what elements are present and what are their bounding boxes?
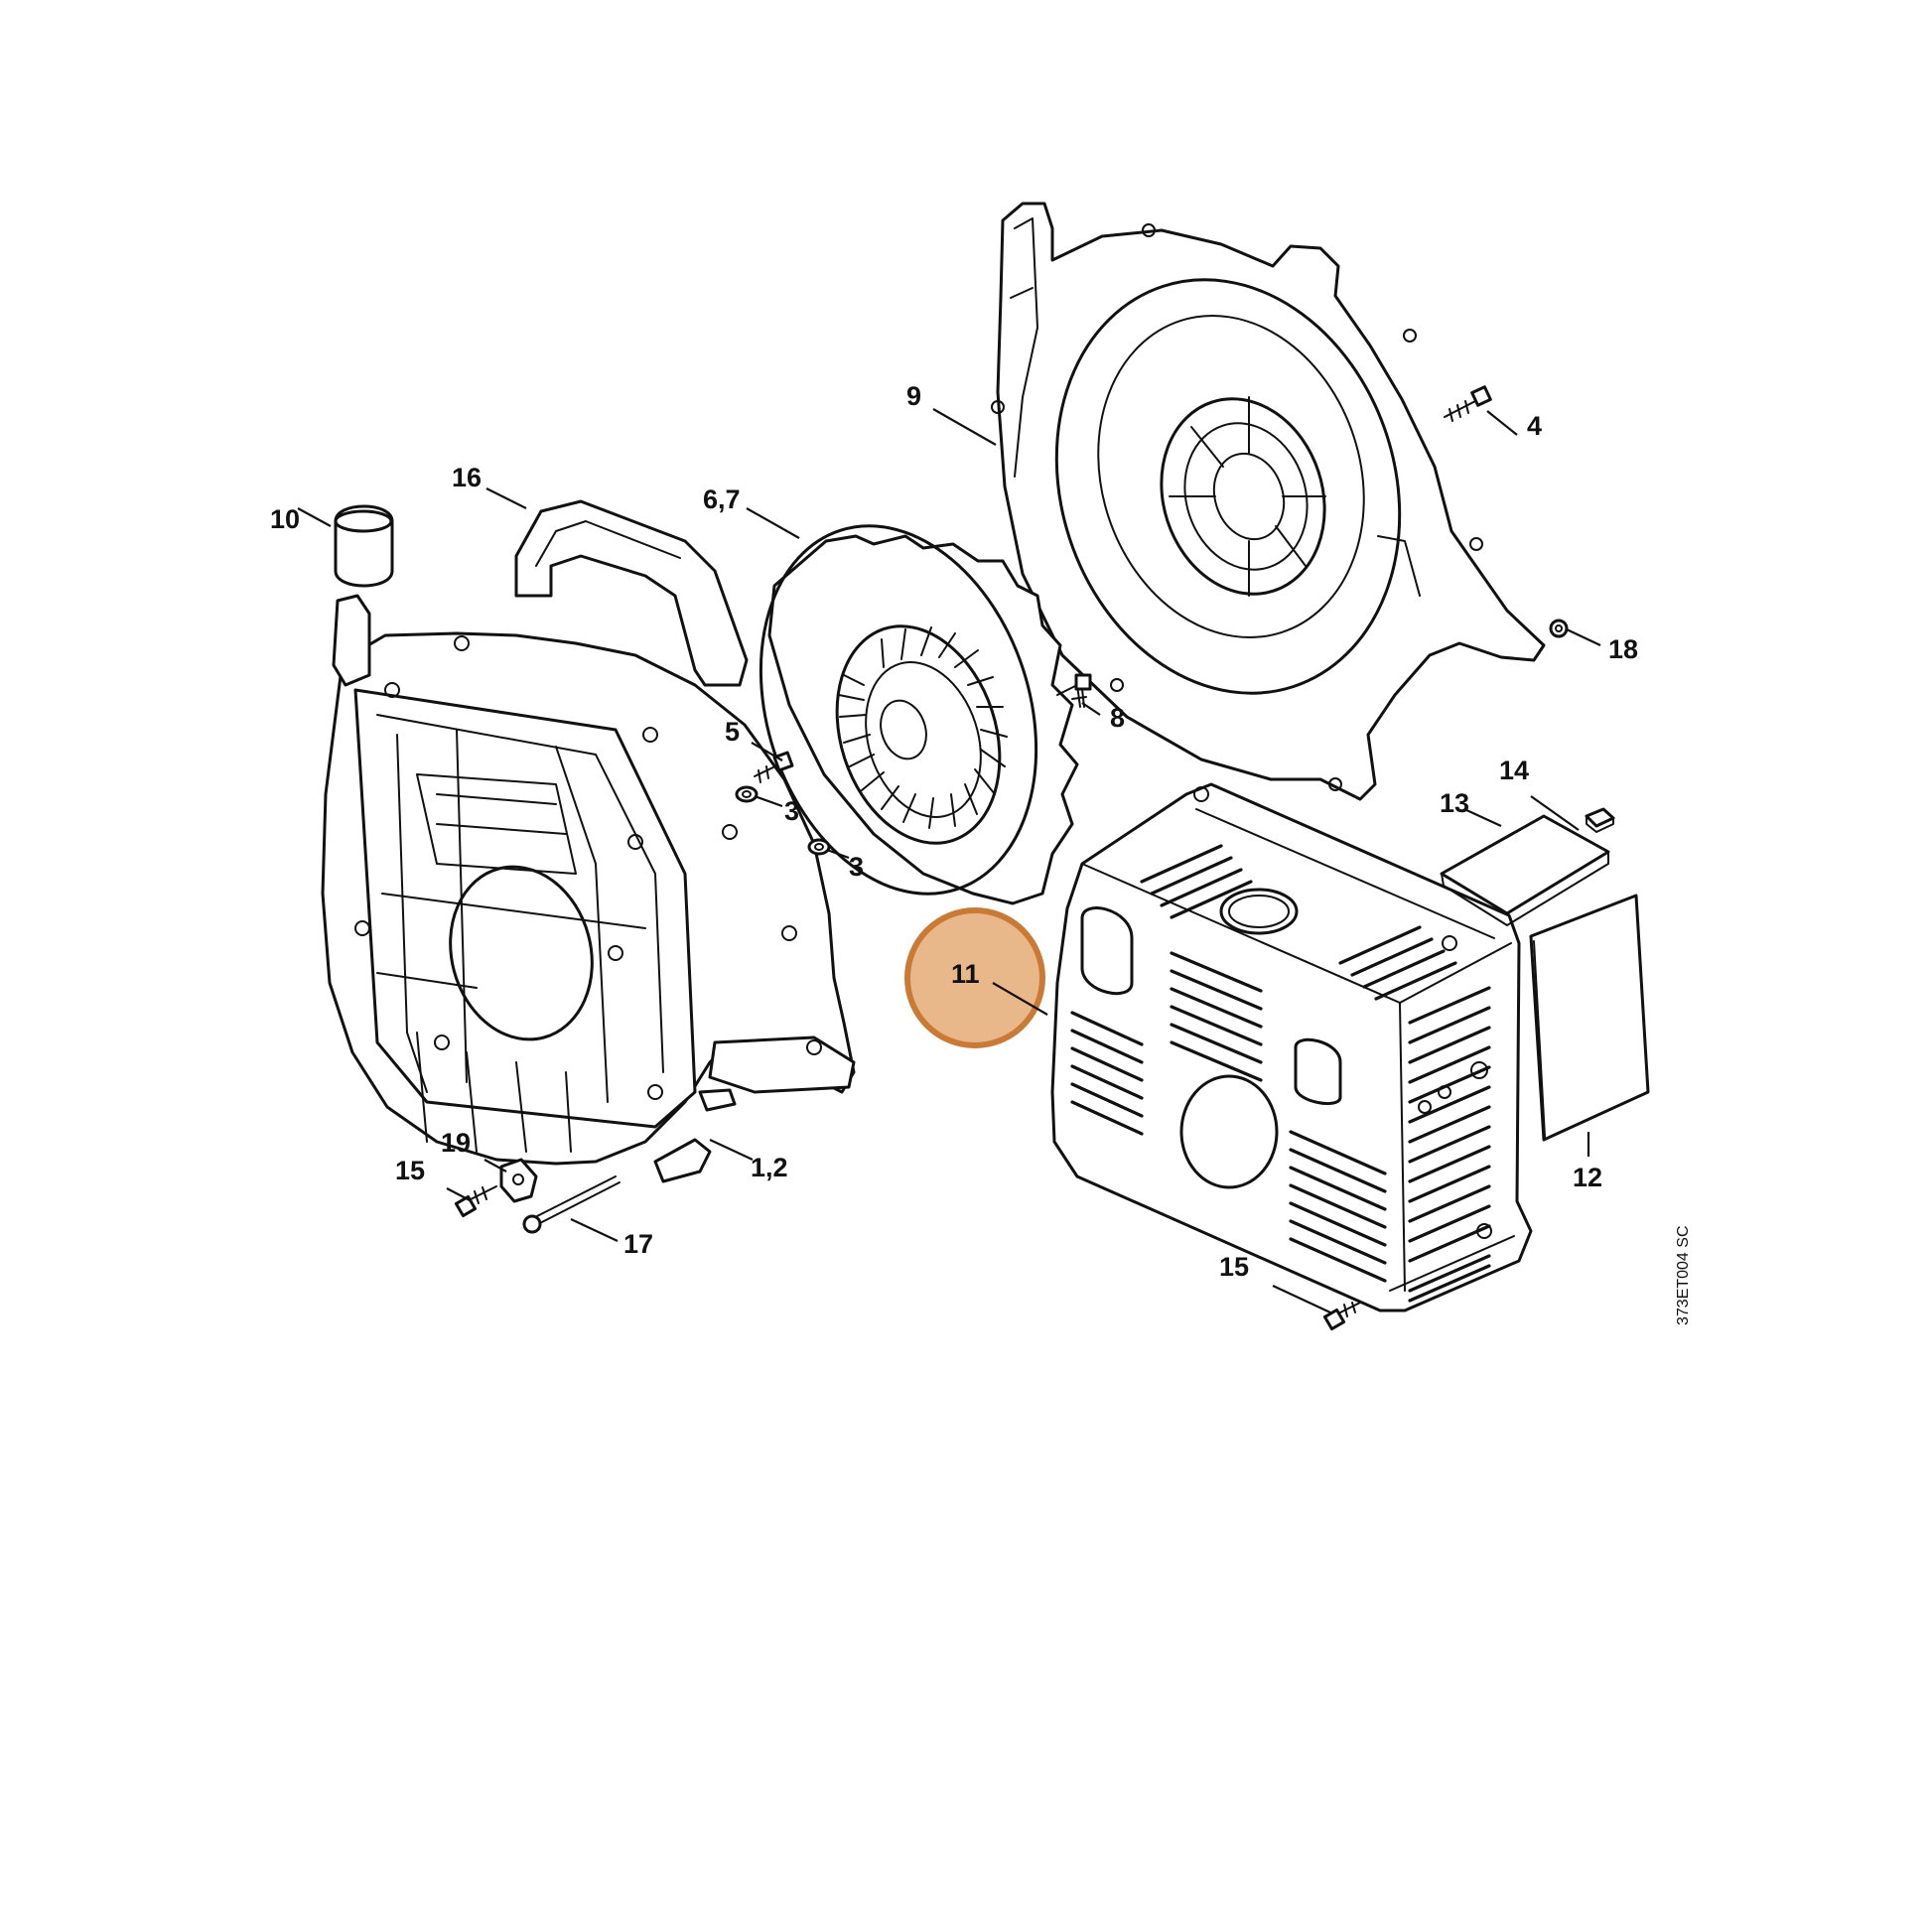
label-11[interactable]: 11 [951, 959, 980, 989]
part-3-bushing-a[interactable] [735, 785, 759, 803]
label-1-2[interactable]: 1,2 [751, 1153, 788, 1182]
label-6-7[interactable]: 6,7 [703, 484, 741, 514]
part-3-bushing-b[interactable] [807, 838, 831, 856]
label-17[interactable]: 17 [623, 1229, 653, 1259]
part-4-screw[interactable] [1444, 385, 1492, 422]
part-15-screw-a[interactable] [454, 1185, 497, 1218]
part-14-clip[interactable] [1585, 807, 1615, 833]
part-12-filter[interactable] [1529, 894, 1650, 1142]
part-11-highlight[interactable] [904, 907, 1048, 1048]
part-11-shroud[interactable] [1050, 782, 1533, 1312]
part-15-screw-b[interactable] [1322, 1302, 1361, 1331]
label-3-b[interactable]: 3 [849, 852, 864, 882]
label-14[interactable]: 14 [1499, 756, 1529, 785]
label-15-a[interactable]: 15 [395, 1156, 425, 1185]
label-16[interactable]: 16 [452, 463, 482, 492]
part-10-cap[interactable] [334, 504, 394, 588]
part-1-2-front-housing[interactable] [321, 594, 856, 1183]
drawing-code: 373ET004 SC [1675, 1225, 1692, 1325]
label-19[interactable]: 19 [441, 1128, 471, 1158]
part-19-clamp[interactable] [499, 1158, 538, 1203]
part-5-screw[interactable] [754, 751, 794, 783]
part-8-screw[interactable] [1056, 673, 1092, 708]
part-13-pad[interactable] [1440, 814, 1610, 926]
label-18[interactable]: 18 [1608, 634, 1638, 664]
label-13[interactable]: 13 [1440, 788, 1469, 818]
label-5[interactable]: 5 [725, 717, 740, 747]
part-labels: 10 16 6,7 9 4 18 8 5 3 3 14 13 12 11 1,2… [270, 381, 1638, 1282]
label-4[interactable]: 4 [1527, 411, 1542, 441]
part-18-nut[interactable] [1549, 619, 1569, 638]
label-10[interactable]: 10 [270, 504, 300, 534]
part-6-7-impeller[interactable] [716, 490, 1082, 930]
label-12[interactable]: 12 [1573, 1163, 1602, 1192]
label-15-b[interactable]: 15 [1219, 1252, 1249, 1282]
part-16-handle[interactable] [514, 499, 749, 687]
part-9-fan-housing[interactable] [991, 202, 1546, 801]
label-3-a[interactable]: 3 [784, 796, 799, 826]
part-17-rod[interactable] [522, 1175, 621, 1234]
label-8[interactable]: 8 [1110, 703, 1125, 733]
label-9[interactable]: 9 [906, 381, 921, 411]
leader-lines [297, 408, 1601, 1313]
